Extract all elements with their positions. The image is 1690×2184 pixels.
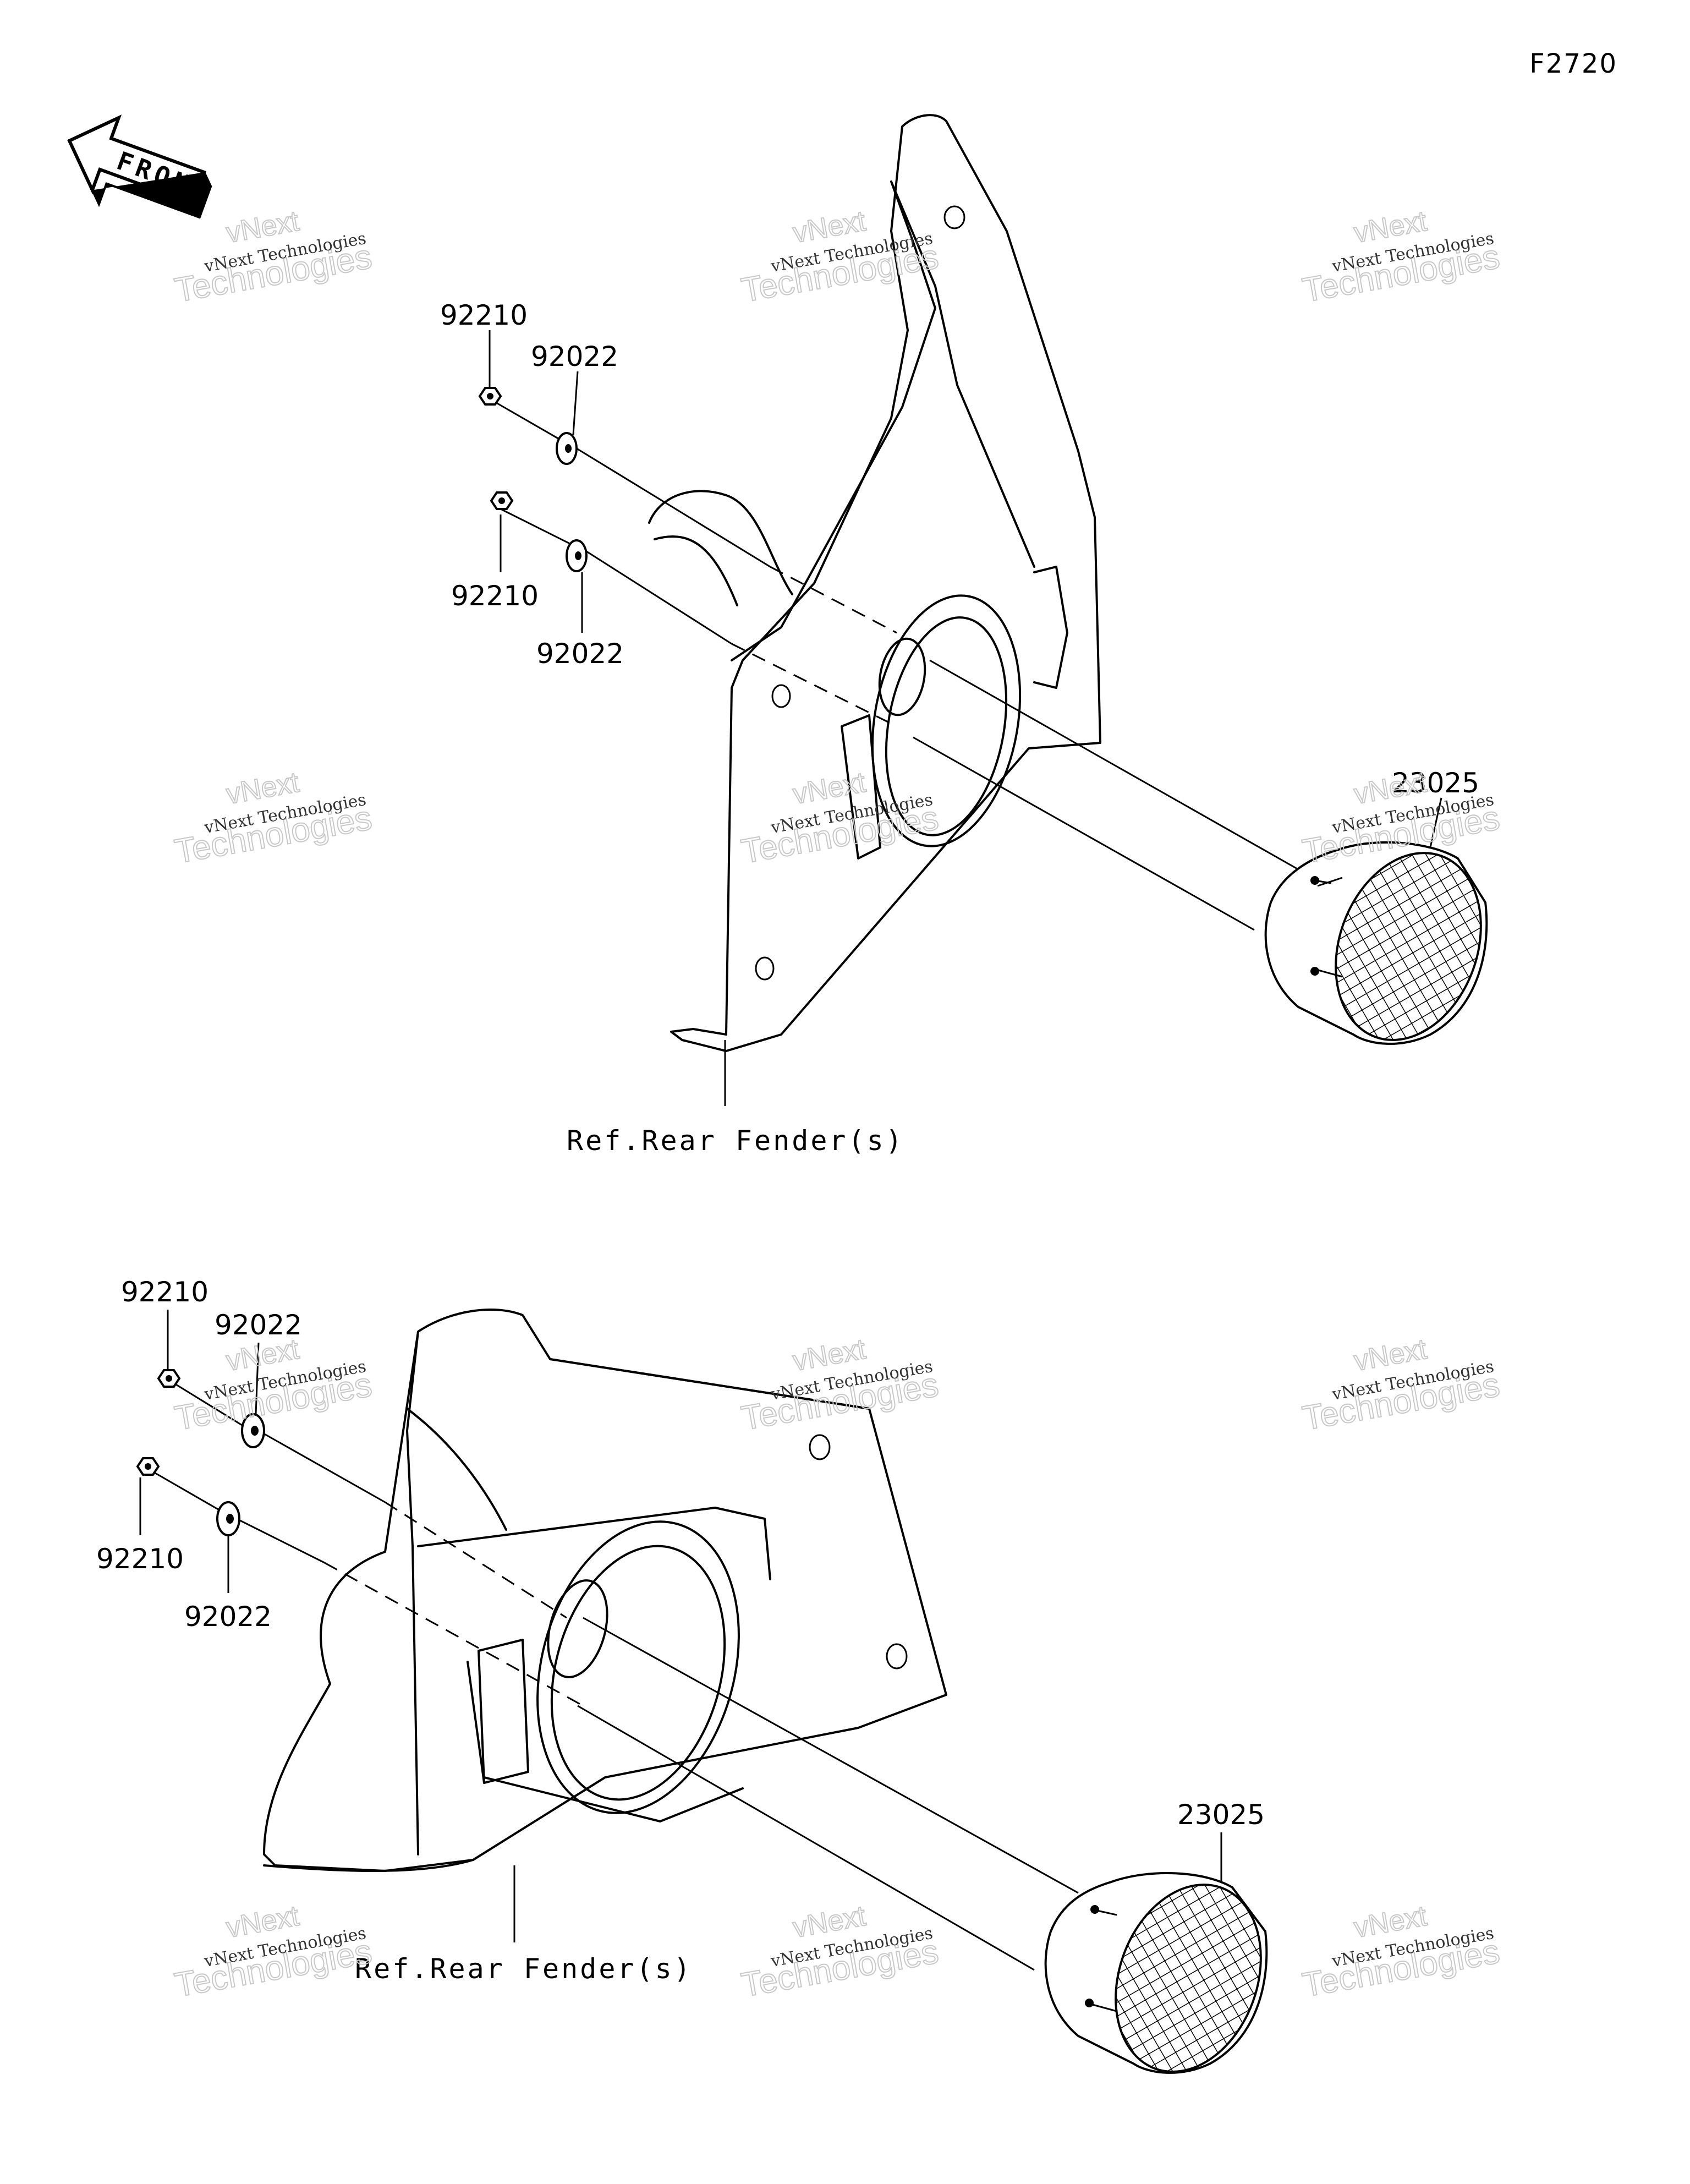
watermark: vNext Technologies vNext Technologies — [1299, 205, 1503, 310]
lower-nut-2-icon — [136, 1457, 160, 1476]
watermark: vNext Technologies vNext Technologies — [172, 766, 375, 872]
lower-reference-label: Ref.Rear Fender(s) — [355, 1953, 693, 1985]
lower-washer-1-icon — [241, 1413, 265, 1448]
watermark: vNext Technologies vNext Technologies — [738, 1333, 942, 1438]
lower-callout-92022-a: 92022 — [215, 1309, 302, 1341]
upper-nut-1-icon — [478, 387, 502, 406]
upper-reference-label: Ref.Rear Fender(s) — [567, 1125, 904, 1157]
lower-callout-92210-a: 92210 — [121, 1276, 208, 1308]
diagram-code: F2720 — [1529, 48, 1617, 79]
lower-rear-fender — [263, 1309, 947, 1872]
lower-nut-1-icon — [157, 1369, 181, 1388]
lower-assembly: 92210 92022 92210 92022 23025 Ref.Rear F… — [96, 1276, 1268, 2074]
upper-speaker-icon — [1264, 841, 1488, 1045]
upper-washer-2-icon — [566, 539, 588, 572]
watermark: vNext Technologies vNext Technologies — [1299, 1333, 1503, 1438]
watermark: vNext Technologies vNext Technologies — [172, 1900, 375, 2005]
lower-speaker-icon — [1044, 1871, 1268, 2074]
lower-speaker-recess — [467, 1520, 744, 1822]
upper-callout-92022-b: 92022 — [536, 638, 624, 670]
watermark: vNext Technologies vNext Technologies — [738, 1900, 942, 2005]
upper-assembly: 92210 92022 92210 92022 23025 Ref.Rear F… — [440, 114, 1488, 1157]
upper-callout-23025: 23025 — [1392, 767, 1479, 799]
front-arrow-icon: FRONT — [67, 114, 216, 219]
upper-washer-1-icon — [556, 432, 578, 465]
watermark: vNext Technologies vNext Technologies — [172, 1333, 375, 1438]
upper-nut-2-icon — [490, 491, 514, 510]
lower-washer-2-icon — [216, 1501, 240, 1536]
upper-callout-92210-a: 92210 — [440, 299, 528, 331]
watermark: vNext Technologies vNext Technologies — [738, 205, 942, 310]
lower-callout-92022-b: 92022 — [184, 1601, 272, 1633]
upper-callout-92022-a: 92022 — [531, 341, 618, 373]
upper-speaker-recess — [841, 566, 1068, 860]
watermark: vNext Technologies vNext Technologies — [1299, 1900, 1503, 2005]
upper-rear-fender — [670, 114, 1101, 1052]
upper-callout-92210-b: 92210 — [451, 580, 539, 612]
lower-callout-92210-b: 92210 — [96, 1543, 184, 1575]
lower-callout-23025: 23025 — [1177, 1799, 1265, 1831]
